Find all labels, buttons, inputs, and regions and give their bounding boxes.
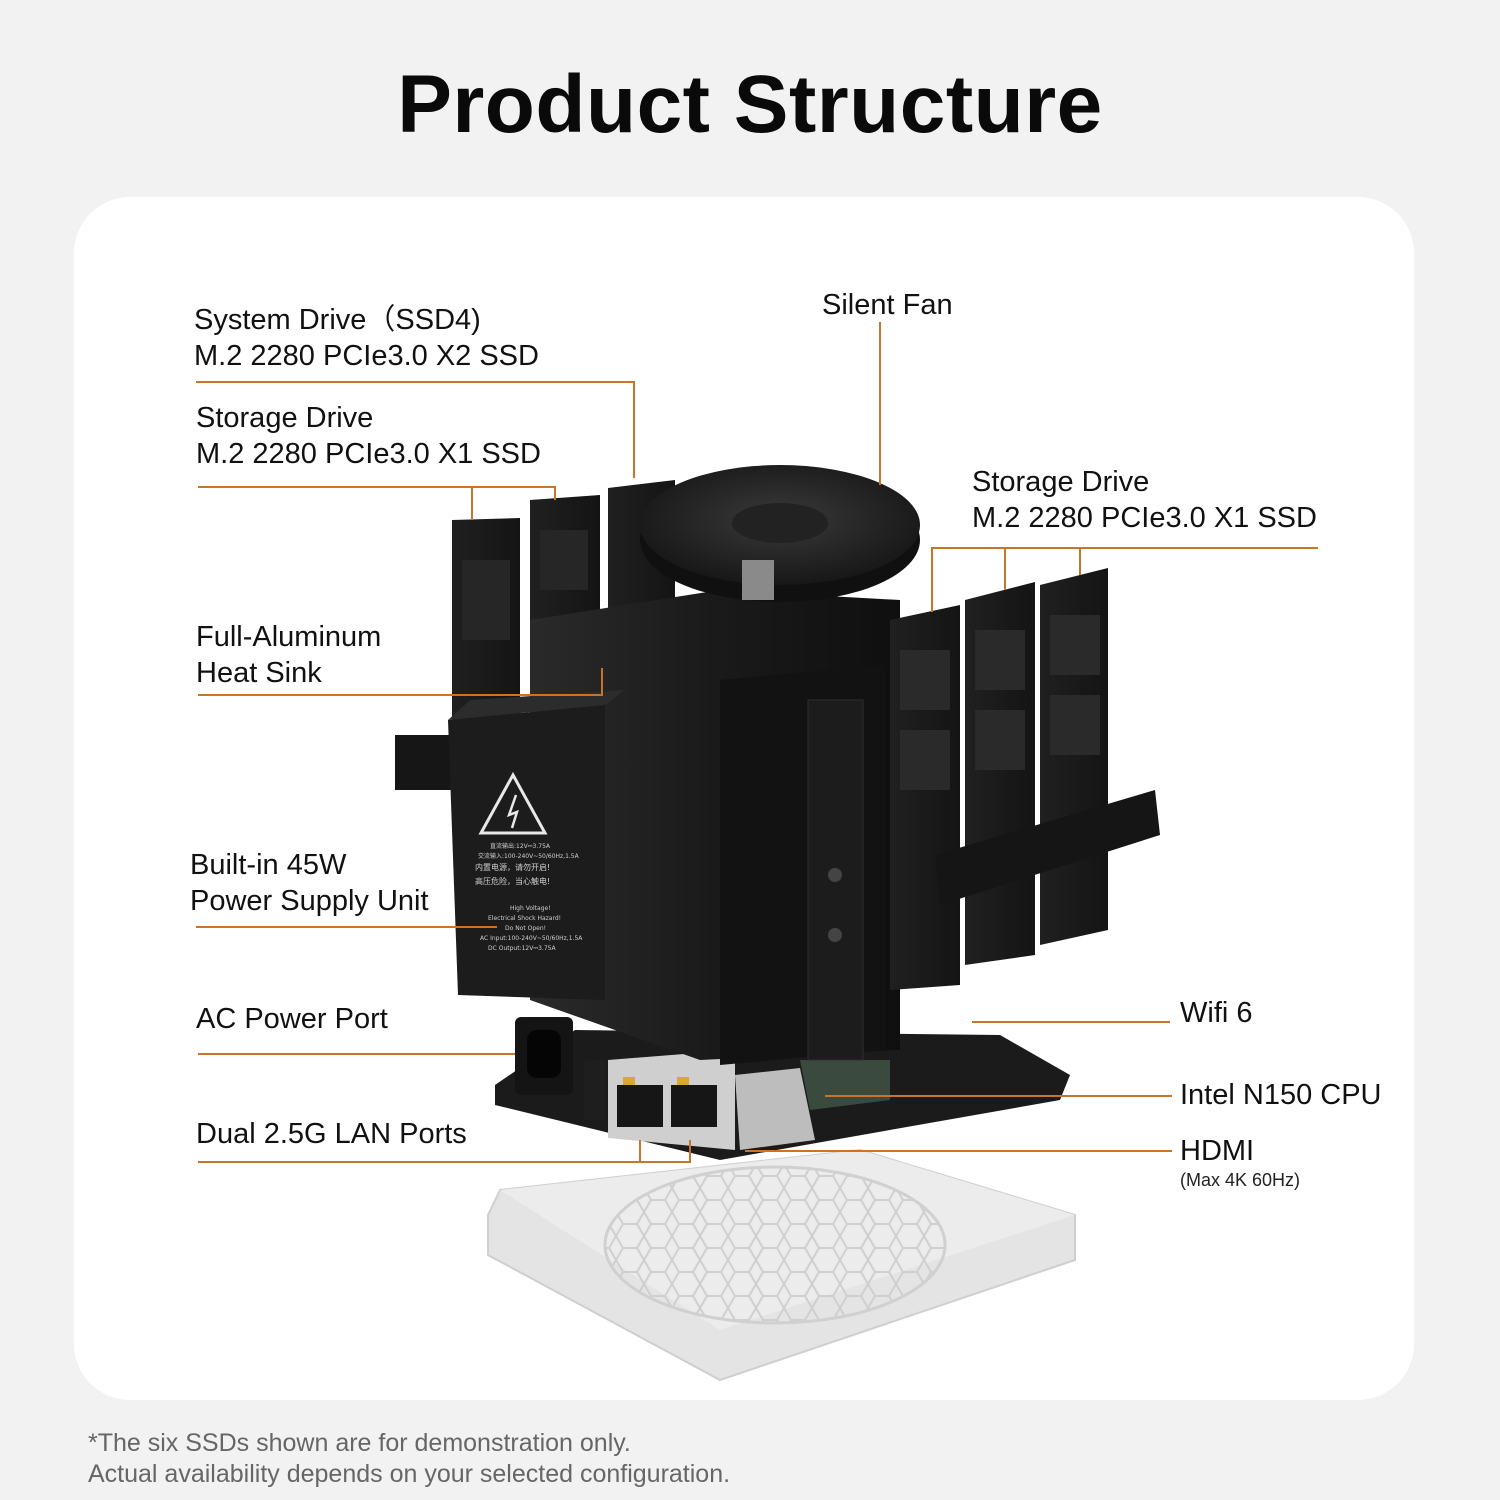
svg-text:High Voltage!: High Voltage! (510, 905, 551, 912)
power-supply-unit: 直流输出:12V⎓3.75A 交流输入:100-240V~50/60Hz,1.5… (448, 690, 625, 1000)
svg-text:内置电源，请勿开启!: 内置电源，请勿开启! (475, 862, 550, 872)
page-title: Product Structure (397, 59, 1103, 150)
label-heat-sink: Full-Aluminum Heat Sink (196, 621, 382, 689)
footnote: *The six SSDs shown are for demonstratio… (88, 1429, 731, 1488)
svg-text:直流输出:12V⎓3.75A: 直流输出:12V⎓3.75A (490, 842, 551, 850)
label-lan-ports: Dual 2.5G LAN Ports (196, 1118, 467, 1150)
bottom-plate (487, 1148, 1076, 1382)
label-silent-fan: Silent Fan (822, 289, 953, 321)
label-storage-drive-right: Storage Drive M.2 2280 PCIe3.0 X1 SSD (972, 466, 1317, 534)
svg-text:Electrical Shock Hazard!: Electrical Shock Hazard! (488, 915, 561, 922)
svg-text:Do Not Open!: Do Not Open! (505, 925, 546, 932)
label-psu: Built-in 45W Power Supply Unit (190, 849, 429, 917)
high-voltage-warning-icon (478, 771, 548, 835)
svg-text:AC Input:100-240V~50/60Hz,1.5A: AC Input:100-240V~50/60Hz,1.5A (480, 935, 583, 942)
svg-text:高压危险，当心触电!: 高压危险，当心触电! (475, 876, 550, 886)
silent-fan (640, 465, 920, 602)
label-cpu: Intel N150 CPU (1180, 1079, 1382, 1111)
label-storage-drive-left: Storage Drive M.2 2280 PCIe3.0 X1 SSD (196, 402, 541, 470)
callout-lines (196, 322, 1318, 1163)
psu-warning-text: 直流输出:12V⎓3.75A 交流输入:100-240V~50/60Hz,1.5… (475, 842, 583, 952)
hdmi-port (735, 1068, 815, 1150)
ports-cluster (515, 1017, 815, 1150)
svg-text:交流输入:100-240V~50/60Hz,1.5A: 交流输入:100-240V~50/60Hz,1.5A (478, 852, 580, 860)
label-hdmi: HDMI (Max 4K 60Hz) (1180, 1135, 1301, 1190)
right-ssd-stack (890, 568, 1160, 990)
label-ac-power-port: AC Power Port (196, 1003, 388, 1035)
svg-text:DC Output:12V⎓3.75A: DC Output:12V⎓3.75A (488, 945, 556, 952)
label-wifi: Wifi 6 (1180, 997, 1253, 1029)
label-system-drive: System Drive（SSD4) M.2 2280 PCIe3.0 X2 S… (194, 304, 539, 372)
